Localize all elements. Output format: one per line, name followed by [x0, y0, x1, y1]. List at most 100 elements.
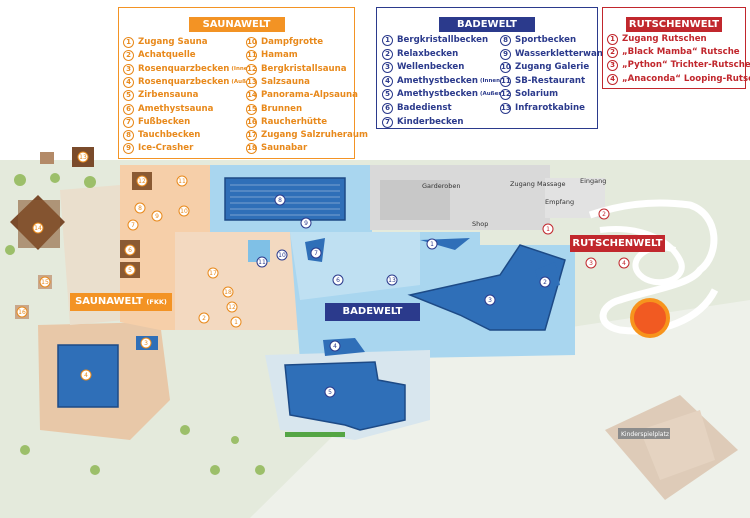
saunawelt-legend-label: Raucherhütte: [261, 116, 328, 127]
badewelt-map-badge: BADEWELT: [325, 303, 420, 321]
svg-text:17: 17: [209, 270, 217, 277]
saunawelt-legend-label: Rosenquarzbecken: [138, 63, 230, 74]
badewelt-legend-label: Relaxbecken: [397, 48, 459, 59]
map-marker-sauna-13: 13: [77, 151, 89, 163]
map-marker-sauna-3: 3: [140, 337, 152, 349]
saunawelt-legend-number: 13: [246, 76, 257, 88]
badewelt-legend-label: Amethystbecken: [397, 89, 478, 100]
badewelt-legend-label: Badedienst: [397, 103, 452, 113]
saunawelt-legend-number: 9: [123, 143, 134, 155]
tree: [20, 445, 30, 455]
badewelt-legend-item: 2 Relaxbecken: [382, 48, 459, 60]
hut-top-1: [40, 152, 54, 164]
map-marker-rutsche-3: 3: [585, 257, 597, 269]
map-marker-rutsche-1: 1: [542, 223, 554, 235]
wave-pool: [407, 244, 566, 331]
saunawelt-legend-title: SAUNAWELT: [188, 17, 285, 32]
saunawelt-legend-label: Bergkristallsauna: [261, 63, 347, 74]
badewelt-legend-number: 6: [382, 103, 393, 114]
badewelt-legend-label: Sportbecken: [515, 35, 577, 45]
saunawelt-legend-label: Ice-Crasher: [138, 143, 194, 154]
rutschenwelt-legend-number: 3: [607, 60, 618, 72]
svg-text:11: 11: [178, 178, 186, 185]
svg-text:4: 4: [622, 260, 626, 267]
badewelt-legend-number: 2: [382, 48, 393, 60]
rutschenwelt-legend-label: „Anaconda“ Looping-Rutsche: [622, 73, 750, 84]
map-marker-bade-3: 3: [484, 294, 496, 306]
badewelt-legend-number: 7: [382, 116, 393, 128]
tree: [90, 465, 100, 475]
map-marker-bade-5: 5: [324, 386, 336, 398]
map-marker-sauna-11: 11: [176, 175, 188, 187]
saunawelt-legend-sublabel: (Innen): [231, 65, 254, 72]
tree: [84, 176, 96, 188]
tree: [50, 173, 60, 183]
map-marker-sauna-2: 2: [198, 312, 210, 324]
map-marker-sauna-4: 4: [80, 369, 92, 381]
saunawelt-legend-number: 16: [246, 116, 257, 128]
svg-text:16: 16: [18, 309, 26, 316]
saunawelt-legend-number: 11: [246, 50, 257, 62]
slide-loops-2: [599, 226, 685, 286]
svg-text:15: 15: [41, 279, 49, 286]
map-marker-bade-7: 7: [310, 247, 322, 259]
badewelt-legend-label: Solarium: [515, 89, 559, 100]
map-marker-sauna-8: 8: [134, 202, 146, 214]
tree: [5, 245, 15, 255]
tree: [255, 465, 265, 475]
map-marker-sauna-9: 9: [151, 210, 163, 222]
svg-text:18: 18: [224, 289, 232, 296]
rutschenwelt-legend-item: 2„Black Mamba“ Rutsche: [607, 47, 740, 59]
map-marker-bade-4: 4: [329, 340, 341, 352]
saunawelt-legend-label: Fußbecken: [138, 116, 191, 127]
saunawelt-legend-label: Salzsauna: [261, 76, 310, 87]
svg-text:8: 8: [278, 197, 282, 204]
map-marker-sauna-7: 7: [127, 219, 139, 231]
saunawelt-legend-label: Panorama-Alpsauna: [261, 90, 358, 101]
saunawelt-map-badge-label: SAUNAWELT: [75, 296, 143, 307]
svg-text:1: 1: [234, 319, 238, 326]
map-marker-sauna-5: 5: [124, 264, 136, 276]
saunawelt-legend-label: Zugang Sauna: [138, 37, 208, 47]
saunawelt-legend-label: Achatquelle: [138, 50, 196, 61]
amethyst-pool-outer: [284, 361, 406, 431]
svg-text:2: 2: [202, 315, 206, 322]
badewelt-legend-label: Amethystbecken: [397, 75, 478, 86]
svg-text:2: 2: [543, 279, 547, 286]
map-marker-sauna-1: 1: [230, 316, 242, 328]
map-marker-sauna-6: 6: [124, 244, 136, 256]
plunge-pool: [248, 240, 270, 262]
rutschenwelt-legend-label: Zugang Rutschen: [622, 34, 707, 44]
sun-icon: [630, 298, 670, 338]
badewelt-legend-label: SB-Restaurant: [515, 75, 586, 86]
saunawelt-legend-label: Dampfgrotte: [261, 37, 324, 47]
svg-text:3: 3: [589, 260, 593, 267]
map-marker-bade-10: 10: [276, 249, 288, 261]
saunawelt-legend-number: 15: [246, 103, 257, 115]
saunawelt-legend-number: 3: [123, 63, 134, 75]
kinderspielplatz-label-bg: [618, 428, 670, 439]
saunawelt-legend-label: Brunnen: [261, 103, 303, 114]
map-marker-bade-6: 6: [332, 274, 344, 286]
svg-text:9: 9: [304, 220, 308, 227]
saunawelt-legend-number: 18: [246, 143, 257, 155]
lawn-area-light: [250, 300, 750, 518]
